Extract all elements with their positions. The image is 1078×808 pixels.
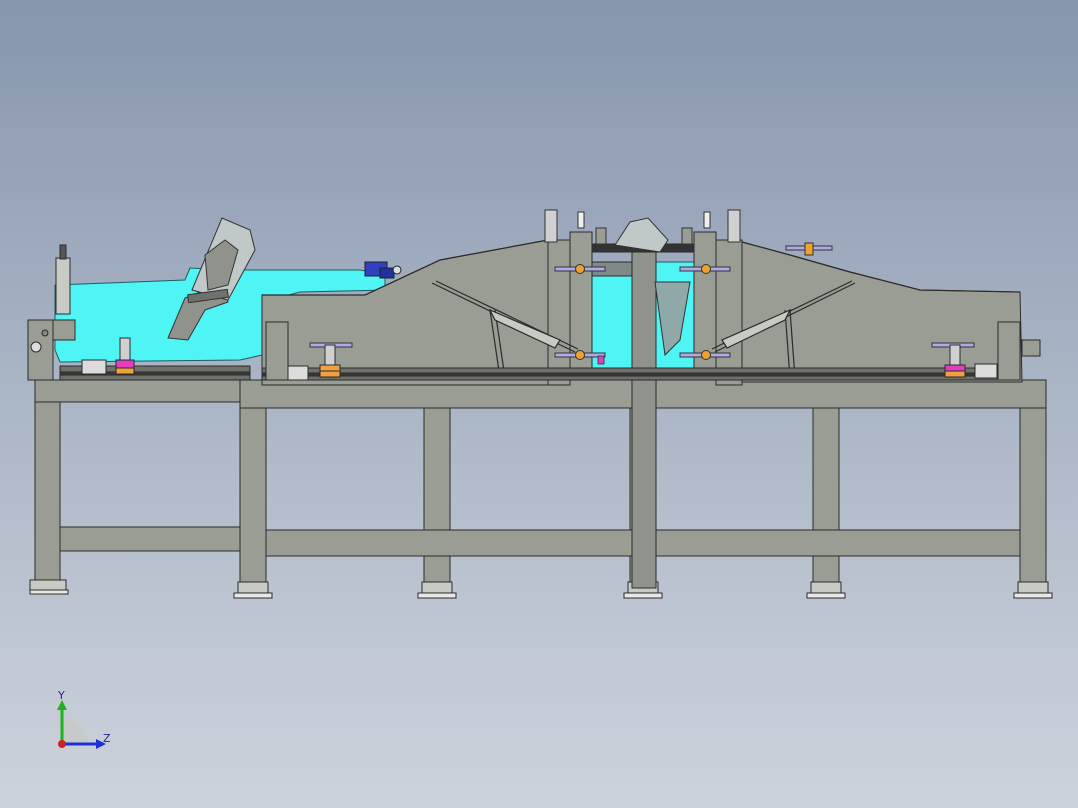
main-locator-pins [319,344,966,378]
main-end-brackets [265,321,1041,381]
origin-dot [58,740,66,748]
left-rail [59,359,251,381]
blue-clamp [364,261,402,279]
z-axis-label: Z [103,732,111,745]
axis-triad: Y Z [57,689,111,749]
top-clamp-cylinders [544,209,741,253]
triad-quadrant [62,718,88,744]
left-clamp-arm [167,217,256,341]
left-base-frame [29,379,251,595]
main-rail [261,367,1021,381]
left-locator-pin [115,337,135,375]
center-gripper [654,281,691,357]
y-axis-label: Y [57,689,65,702]
center-pad [597,355,605,365]
left-end-bracket [27,244,76,381]
support-struts [431,280,856,379]
